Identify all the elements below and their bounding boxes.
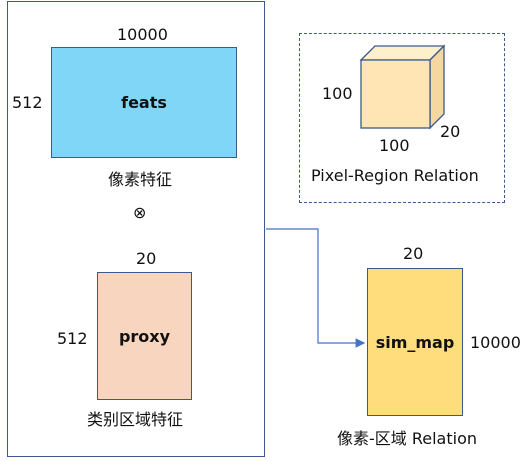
simmap-width-label: 20 <box>403 244 424 263</box>
proxy-caption: 类别区域特征 <box>87 410 184 429</box>
input-features-panel <box>7 1 265 457</box>
proxy-height-label: 512 <box>57 329 88 348</box>
feats-block: feats <box>51 47 237 158</box>
cube-front-face <box>360 59 431 129</box>
simmap-label: sim_map <box>375 332 455 352</box>
relation-caption: Pixel-Region Relation <box>311 166 479 185</box>
simmap-block: sim_map <box>367 268 463 416</box>
relation-height-label: 100 <box>322 84 353 103</box>
simmap-caption: 像素-区域 Relation <box>337 429 478 448</box>
relation-width-label: 100 <box>379 136 410 155</box>
relation-legend-panel <box>299 33 505 203</box>
feats-caption: 像素特征 <box>108 170 173 189</box>
relation-depth-label: 20 <box>440 122 461 141</box>
proxy-label: proxy <box>118 326 171 346</box>
feats-label: feats <box>121 93 167 112</box>
outer-product-operator: ⊗ <box>133 203 147 222</box>
proxy-width-label: 20 <box>136 249 157 268</box>
simmap-height-label: 10000 <box>470 333 521 352</box>
feats-width-label: 10000 <box>117 25 168 44</box>
relation-cube <box>359 44 445 130</box>
proxy-block: proxy <box>97 272 192 400</box>
feats-height-label: 512 <box>12 93 43 112</box>
